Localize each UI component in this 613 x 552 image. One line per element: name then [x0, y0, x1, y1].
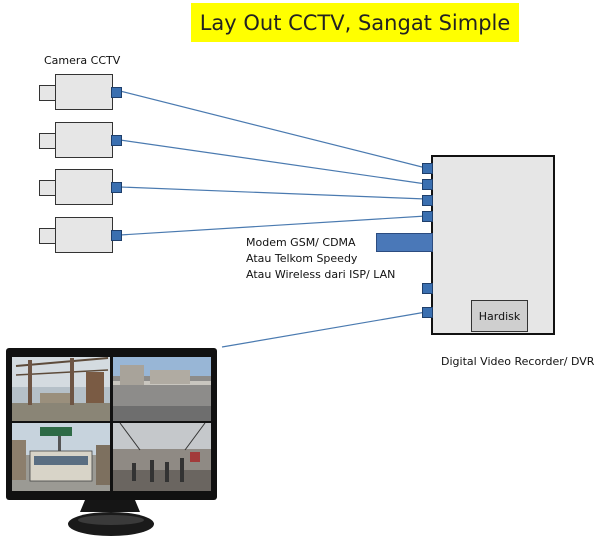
camera-body	[55, 74, 113, 110]
modem-line-3: Atau Wireless dari ISP/ LAN	[246, 268, 396, 281]
cctv-camera-4	[39, 217, 117, 253]
wire-camera-4	[119, 215, 427, 236]
camera-label: Camera CCTV	[44, 54, 121, 67]
camera-feed-1	[12, 357, 110, 421]
camera-port	[111, 87, 122, 98]
diagram-title: Lay Out CCTV, Sangat Simple	[191, 3, 519, 42]
camera-feed-2	[113, 357, 211, 421]
modem-line-1: Modem GSM/ CDMA	[246, 236, 356, 249]
camera-lens	[39, 133, 56, 149]
cctv-camera-3	[39, 169, 117, 205]
camera-port	[111, 135, 122, 146]
modem-line-2: Atau Telkom Speedy	[246, 252, 358, 265]
dvr-input-port	[422, 179, 433, 190]
camera-port	[111, 182, 122, 193]
dvr-input-port	[422, 195, 433, 206]
dvr-input-port	[422, 163, 433, 174]
wire-camera-1	[119, 90, 427, 169]
camera-lens	[39, 228, 56, 244]
wire-camera-2	[119, 139, 427, 185]
camera-lens	[39, 180, 56, 196]
camera-port	[111, 230, 122, 241]
dvr-monitor-port	[422, 307, 433, 318]
camera-feed-3	[12, 423, 110, 491]
camera-lens	[39, 85, 56, 101]
dvr-label: Digital Video Recorder/ DVR	[441, 355, 595, 368]
modem-label: Modem GSM/ CDMA Atau Telkom Speedy Atau …	[246, 235, 395, 283]
camera-body	[55, 217, 113, 253]
cctv-camera-2	[39, 122, 117, 158]
camera-body	[55, 169, 113, 205]
wire-monitor	[221, 311, 427, 348]
camera-body	[55, 122, 113, 158]
monitor	[6, 348, 217, 536]
dvr-port	[422, 283, 433, 294]
wire-camera-3	[119, 186, 427, 200]
hardisk-box: Hardisk	[471, 300, 528, 332]
modem-connector	[376, 233, 433, 252]
camera-feed-4	[113, 422, 211, 491]
dvr-input-port	[422, 211, 433, 222]
monitor-neck	[80, 500, 140, 512]
cctv-camera-1	[39, 74, 117, 110]
